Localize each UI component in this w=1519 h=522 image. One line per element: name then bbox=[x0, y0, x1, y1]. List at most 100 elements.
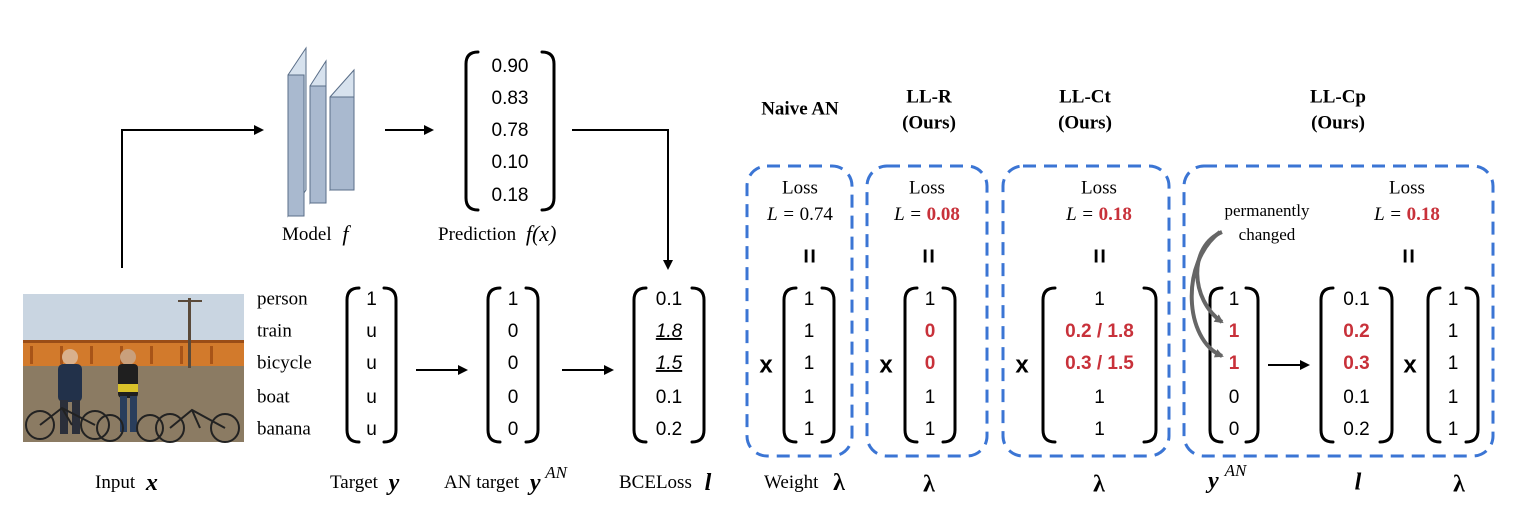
target-value: 1 bbox=[366, 289, 377, 310]
llr-weight-left-bracket bbox=[903, 286, 919, 444]
llct-loss-label: Loss bbox=[1081, 177, 1117, 198]
target-label: Target y bbox=[330, 470, 400, 496]
naive-weight-value: 1 bbox=[804, 387, 815, 408]
llcp-l-value: 0.1 bbox=[1343, 387, 1369, 408]
an-target-left-bracket bbox=[486, 286, 502, 444]
llcp-yan-left-bracket bbox=[1208, 286, 1224, 444]
naive-weight-value: 1 bbox=[804, 353, 815, 374]
naive-loss-label: Loss bbox=[782, 177, 818, 198]
llcp-l-value: 0.3 bbox=[1343, 353, 1369, 374]
bce-loss-value: 1.5 bbox=[656, 353, 683, 374]
prediction-value: 0.83 bbox=[492, 88, 529, 109]
equal-signs: = = = = bbox=[795, 248, 1424, 263]
method-titles: Naive AN LL-R (Ours) LL-Ct (Ours) LL-Cp … bbox=[761, 86, 1366, 133]
flow-arrows bbox=[121, 125, 1310, 375]
input-to-model-arrow bbox=[121, 125, 264, 268]
llcp-weight-value: 1 bbox=[1448, 321, 1459, 342]
class-name: boat bbox=[257, 386, 290, 407]
llcp-yan-value: 1 bbox=[1229, 321, 1240, 342]
loss-labels: Loss Loss Loss Loss bbox=[782, 177, 1425, 198]
prediction-to-loss-arrow bbox=[572, 129, 673, 270]
llct-weight-value: 1 bbox=[1094, 289, 1105, 310]
prediction-value: 0.78 bbox=[492, 120, 529, 141]
an-target-value: 0 bbox=[508, 419, 519, 440]
target-value: u bbox=[366, 387, 377, 408]
target-right-bracket bbox=[382, 286, 398, 444]
llcp-yan-right-bracket bbox=[1244, 286, 1260, 444]
input-image bbox=[23, 294, 244, 443]
llr-weight-value: 1 bbox=[925, 387, 936, 408]
bce-loss-left-bracket bbox=[632, 286, 648, 444]
bce-loss-value: 0.2 bbox=[656, 419, 682, 440]
naive-equals: = bbox=[795, 248, 825, 263]
class-name: person bbox=[257, 288, 308, 309]
prediction-label: Prediction f(x) bbox=[438, 221, 556, 246]
llcp-l-right-bracket bbox=[1378, 286, 1394, 444]
bce-loss-value: 0.1 bbox=[656, 289, 682, 310]
llct-times: x bbox=[1015, 351, 1029, 378]
an-target-label: AN target y AN bbox=[444, 463, 569, 496]
model-icon bbox=[287, 46, 355, 218]
model-label: Model f bbox=[282, 221, 351, 246]
llct-weight-value: 1 bbox=[1094, 387, 1105, 408]
prediction-left-bracket bbox=[464, 50, 480, 212]
target-value: u bbox=[366, 419, 377, 440]
llcp-subtitle: (Ours) bbox=[1311, 112, 1365, 133]
llcp-title: LL-Cp bbox=[1310, 86, 1366, 107]
llcp-yan-value: 0 bbox=[1229, 387, 1240, 408]
llct-weight-value: 0.3 / 1.5 bbox=[1065, 353, 1134, 374]
prediction-value: 0.18 bbox=[492, 185, 529, 206]
naive-box bbox=[745, 164, 854, 458]
weight-label: Weight λ bbox=[764, 470, 845, 496]
llct-equals: = bbox=[1085, 248, 1115, 263]
target-value: u bbox=[366, 321, 377, 342]
prediction-value: 0.90 bbox=[492, 56, 529, 77]
an-target-value: 1 bbox=[508, 289, 519, 310]
target-left-bracket bbox=[345, 286, 361, 444]
llr-weight-right-bracket bbox=[941, 286, 957, 444]
permanently-changed-note: permanently changed bbox=[1225, 201, 1310, 244]
llcp-weight-value: 1 bbox=[1448, 419, 1459, 440]
naive-weight-value: 1 bbox=[804, 321, 815, 342]
vector-brackets bbox=[345, 50, 1480, 444]
bce-loss-label: BCELoss l bbox=[619, 470, 712, 496]
naive-times: x bbox=[759, 351, 773, 378]
llcp-weight-left-bracket bbox=[1426, 286, 1442, 444]
loss-values: L = 0.74 L = 0.08 L = 0.18 L = 0.18 bbox=[766, 204, 1440, 225]
target-value: u bbox=[366, 353, 377, 374]
llr-weight-value: 0 bbox=[925, 353, 936, 374]
llr-loss-label: Loss bbox=[909, 177, 945, 198]
prediction-right-bracket bbox=[540, 50, 556, 212]
note-line-2: changed bbox=[1239, 225, 1296, 244]
class-name: banana bbox=[257, 418, 311, 439]
an-target-value: 0 bbox=[508, 387, 519, 408]
change-arrow-1 bbox=[1195, 230, 1224, 324]
llr-box bbox=[865, 164, 989, 458]
llct-lambda-label: λ bbox=[1093, 472, 1105, 498]
llcp-loss-label: Loss bbox=[1389, 177, 1425, 198]
an-target-value: 0 bbox=[508, 321, 519, 342]
llr-lambda-label: λ bbox=[923, 472, 935, 498]
method-boxes bbox=[745, 164, 1495, 458]
llr-equals: = bbox=[914, 248, 944, 263]
class-name: bicycle bbox=[257, 352, 312, 373]
llr-subtitle: (Ours) bbox=[902, 112, 956, 133]
naive-weight-value: 1 bbox=[804, 289, 815, 310]
naive-weight-right-bracket bbox=[820, 286, 836, 444]
llr-times: x bbox=[879, 351, 893, 378]
llcp-l-value: 0.1 bbox=[1343, 289, 1369, 310]
bce-loss-value: 0.1 bbox=[656, 387, 682, 408]
llct-weight-right-bracket bbox=[1142, 286, 1158, 444]
llcp-yan-value: 0 bbox=[1229, 419, 1240, 440]
llcp-times: x bbox=[1403, 351, 1417, 378]
llcp-l-value: 0.2 bbox=[1343, 419, 1369, 440]
llcp-lambda-label: λ bbox=[1453, 472, 1465, 498]
class-name: train bbox=[257, 320, 292, 341]
llcp-yan-value: 1 bbox=[1229, 289, 1240, 310]
llcp-l-left-bracket bbox=[1319, 286, 1335, 444]
an-target-value: 0 bbox=[508, 353, 519, 374]
llct-weight-value: 0.2 / 1.8 bbox=[1065, 321, 1134, 342]
llr-weight-value: 1 bbox=[925, 289, 936, 310]
bce-loss-right-bracket bbox=[690, 286, 706, 444]
vector-values: 0.900.830.780.100.181uuuu100000.11.81.50… bbox=[366, 56, 1458, 440]
